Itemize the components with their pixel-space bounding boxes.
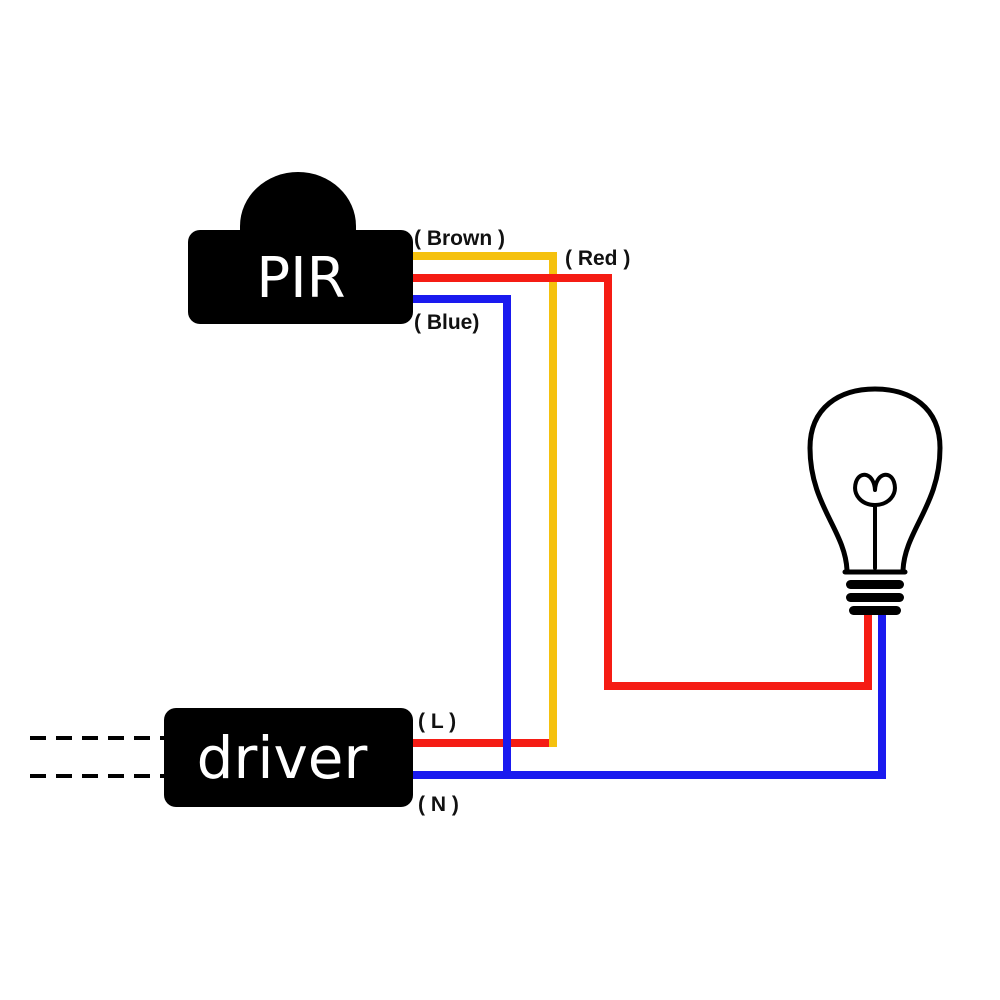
blue-wire-pir	[410, 295, 511, 775]
red-wire-label: ( Red )	[565, 247, 630, 270]
pir-dome	[240, 172, 356, 236]
driver-input-lines	[30, 736, 165, 778]
bulb-base	[846, 580, 904, 615]
blue-wire-lamp	[410, 615, 886, 779]
driver-label: driver	[197, 724, 368, 792]
pir-box	[188, 230, 413, 324]
pir-label: PIR	[256, 246, 345, 311]
lightbulb-icon	[807, 386, 943, 615]
brown-wire-label: ( Brown )	[414, 227, 505, 250]
live-terminal-label: ( L )	[418, 710, 456, 733]
bulb-glass	[807, 386, 943, 573]
red-wire-lamp	[410, 274, 872, 690]
bulb-filament	[853, 472, 897, 570]
blue-wire-label: ( Blue)	[414, 311, 479, 334]
neutral-terminal-label: ( N )	[418, 793, 459, 816]
driver-box: driver	[164, 708, 413, 807]
pir-sensor: PIR	[188, 172, 413, 324]
